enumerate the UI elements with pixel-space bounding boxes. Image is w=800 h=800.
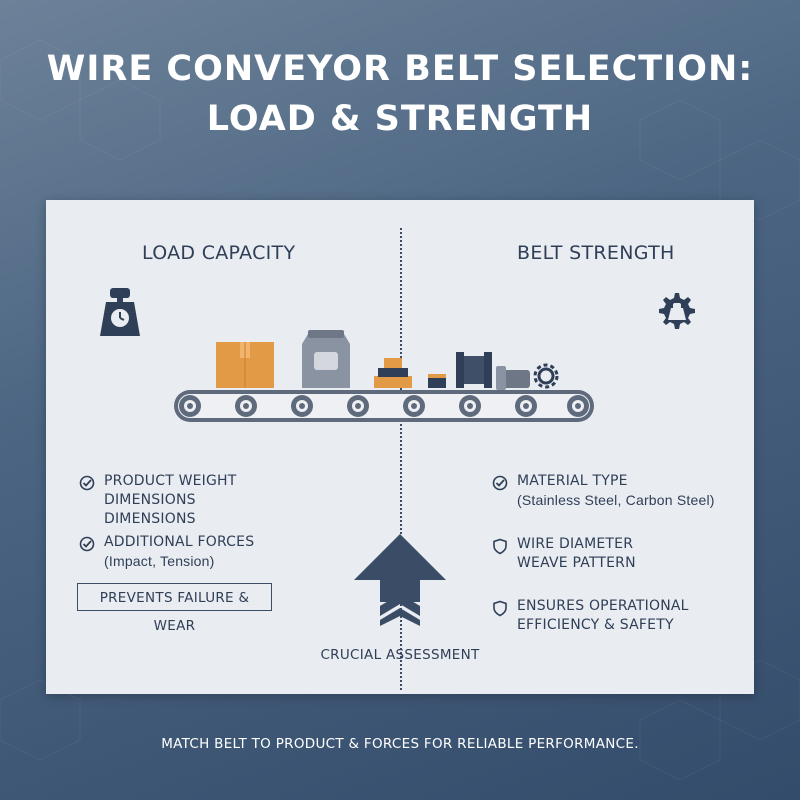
item-line: WIRE DIAMETER (517, 536, 634, 552)
item-sub: (Impact, Tension) (104, 553, 215, 569)
spool-icon (456, 352, 492, 388)
prevents-failure-label: PREVENTS FAILURE & WEAR (77, 583, 272, 634)
crucial-assessment-label: CRUCIAL ASSESSMENT (320, 647, 480, 663)
center-divider (400, 228, 402, 690)
scale-icon (100, 288, 140, 336)
item-line: PRODUCT WEIGHT (104, 473, 237, 489)
page-title: WIRE CONVEYOR BELT SELECTION: LOAD & STR… (0, 44, 800, 144)
gear-weight-icon (659, 293, 695, 329)
list-item-additional-forces: ADDITIONAL FORCES (Impact, Tension) (104, 533, 254, 571)
conveyor-belt-illustration (174, 330, 594, 422)
title-line-1: WIRE CONVEYOR BELT SELECTION: (46, 49, 754, 89)
diagram-card: LOAD CAPACITY BELT STRENGTH (46, 200, 754, 694)
shield-icon (493, 538, 507, 555)
list-item-ensures-efficiency: ENSURES OPERATIONAL EFFICIENCY & SAFETY (517, 597, 689, 635)
item-sub: (Stainless Steel, Carbon Steel) (517, 492, 715, 508)
item-line: ADDITIONAL FORCES (104, 534, 255, 550)
title-line-2: LOAD & STRENGTH (206, 99, 594, 139)
cardboard-box-icon (216, 342, 274, 388)
list-item-material-type: MATERIAL TYPE (Stainless Steel, Carbon S… (517, 472, 715, 510)
check-circle-icon (79, 475, 95, 491)
list-item-wire-diameter: WIRE DIAMETER WEAVE PATTERN (517, 535, 636, 573)
check-circle-icon (79, 536, 95, 552)
item-line: DIMENSIONS (104, 511, 196, 527)
sack-icon (302, 330, 350, 388)
block-stack-icon (374, 358, 412, 388)
item-line: WEAVE PATTERN (517, 555, 636, 571)
shield-icon (493, 600, 507, 617)
item-line: EFFICIENCY & SAFETY (517, 617, 674, 633)
footer-caption: MATCH BELT TO PRODUCT & FORCES FOR RELIA… (161, 736, 639, 752)
check-circle-icon (492, 475, 508, 491)
item-line: MATERIAL TYPE (517, 473, 628, 489)
up-arrow-icon (354, 534, 446, 626)
load-capacity-heading: LOAD CAPACITY (142, 242, 296, 264)
item-line: ENSURES OPERATIONAL (517, 598, 689, 614)
small-gear-icon (533, 363, 559, 389)
motor-icon (496, 366, 530, 390)
belt-strength-heading: BELT STRENGTH (517, 242, 675, 264)
list-item-product-weight: PRODUCT WEIGHT DIMENSIONS DIMENSIONS (104, 472, 237, 529)
item-line: DIMENSIONS (104, 492, 196, 508)
